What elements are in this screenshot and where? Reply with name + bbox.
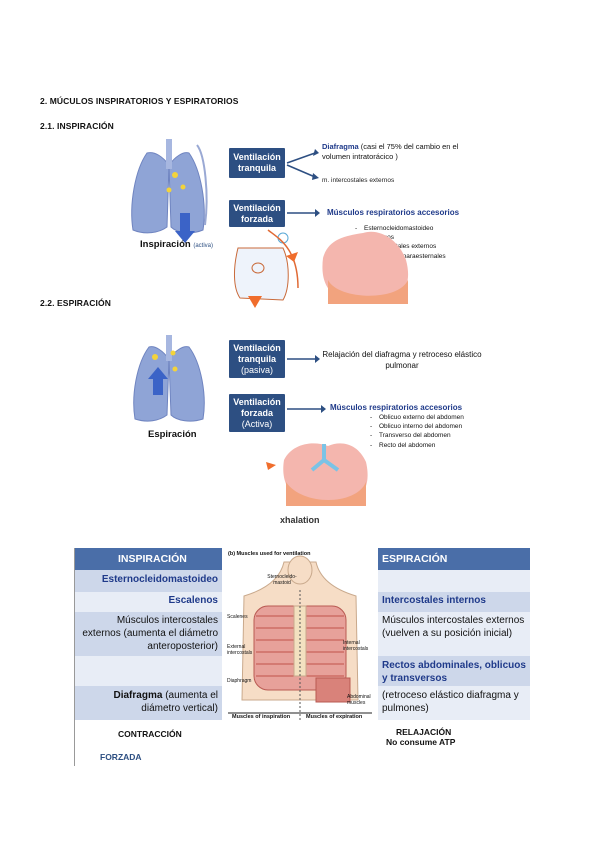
table-right-r3: Músculos intercostales externos (vuelven… [382,615,525,639]
lungs-inspiration-illustration [131,139,208,243]
figure-label-external-intercostals: External intercostals [227,644,253,656]
lungs-exhalation-illustration [266,443,368,506]
contraccion-label: CONTRACCIÓN [118,729,182,739]
lungs-expiration-illustration [133,335,205,422]
insp-ventilacion-forzada-box: Ventilación forzada [229,200,285,227]
list-item: Esternocleidomastoideo [355,224,446,233]
relajacion-description: Relajación del diafragma y retroceso elá… [322,350,482,370]
table-left-r5-rest: (aumenta el diámetro vertical) [141,690,218,714]
thorax-forced-illustration [234,229,409,308]
table-left-r1: Esternocleidomastoideo [101,574,218,585]
table-right-r4: Rectos abdominales, oblicuos y transvers… [382,660,526,684]
relajacion-label: RELAJACIÓN [396,727,452,737]
figure-label-scalenes: Scalenes [227,614,248,620]
esp-ventilacion-forzada-box: Ventilación forzada (Activa) [229,394,285,432]
table-head-inspiracion: INSPIRACIÓN [118,553,187,565]
esp-ventilacion-tranquila-box: Ventilación tranquila (pasiva) [229,340,285,378]
list-item: Recto del abdomen [370,441,464,450]
figure-footer-inspiration: Muscles of inspiration [232,714,291,720]
arrow-icon [287,209,320,217]
espiracion-label: Espiración [148,429,197,440]
box-line: tranquila [237,353,276,364]
intercostales-externos-label: m. intercostales externos [322,177,395,184]
arrow-icon [287,405,326,413]
inspiracion-heading: 2.1. INSPIRACIÓN [40,121,114,131]
box-line: Ventilación [233,342,281,353]
diafragma-label: Diafragma [322,142,359,151]
ventilation-muscles-figure [224,550,376,722]
insp-accesorios-title: Músculos respiratorios accesorios [327,208,460,217]
table-left-r3: Músculos intercostales externos (aumenta… [82,615,218,652]
table-left-r2: Escalenos [168,595,218,606]
list-item: Transverso del abdomen [370,431,464,440]
table-head-espiracion: ESPIRACIÓN [382,553,448,565]
list-item: Oblicuo externo del abdomen [370,413,464,422]
esp-accesorios-list: Oblicuo externo del abdomen Oblicuo inte… [370,413,464,450]
arrow-icon [287,355,320,363]
figure-label-scm: Sternocleido-mastoid [267,574,297,586]
insp-ventilacion-tranquila-box: Ventilación tranquila [229,148,285,178]
table-left-r5-bold: Diafragma [113,690,163,701]
arrow-icon [286,149,319,180]
inspiracion-label: Inspiración [140,239,191,250]
table-right-r2: Intercostales internos [382,595,486,606]
box-sub: (Activa) [241,418,273,429]
table-left-border [74,548,75,766]
figure-footer-expiration: Muscles of expiration [306,714,363,720]
espiracion-heading: 2.2. ESPIRACIÓN [40,298,111,308]
box-line: Ventilación [233,396,281,407]
box-line: forzada [240,407,273,418]
figure-label-diaphragm: Diaphragm [227,678,252,684]
box-sub: (pasiva) [240,364,273,375]
diafragma-description: (casi el 75% del cambio en el volumen in… [322,142,459,161]
esp-accesorios-title: Músculos respiratorios accesorios [330,403,463,412]
inspiracion-sub-label: (activa) [193,243,213,249]
forzada-label: FORZADA [100,752,142,762]
figure-caption: (b) Muscles used for ventilation [228,551,311,557]
exhalation-caption: xhalation [280,515,320,525]
figure-label-internal-intercostals: Internal intercostals [343,640,369,652]
list-item: Oblicuo interno del abdomen [370,422,464,431]
section-title: 2. MÚCULOS INSPIRATORIOS Y ESPIRATORIOS [40,96,239,106]
table-right-r5: (retroceso elástico diafragma y pulmones… [382,690,519,714]
no-atp-label: No consume ATP [386,737,456,747]
figure-label-abdominal: Abdominal muscles [347,694,371,706]
